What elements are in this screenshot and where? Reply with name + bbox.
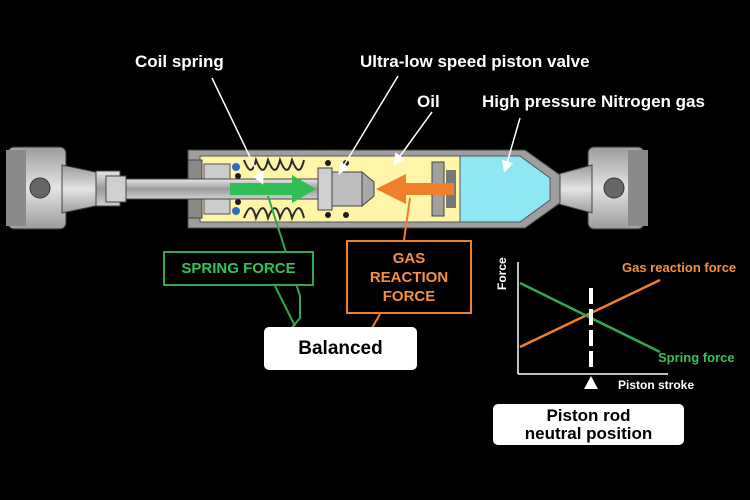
label-oil: Oil bbox=[417, 92, 440, 111]
label-coil-spring: Coil spring bbox=[135, 52, 224, 71]
gas-connector bbox=[403, 197, 411, 241]
nitrogen-pointer bbox=[501, 117, 521, 173]
gas-reaction-line-2: REACTION bbox=[369, 268, 449, 286]
spring-box-link bbox=[274, 285, 296, 327]
spring-force-box: SPRING FORCE bbox=[163, 251, 314, 286]
spring-force-text: SPRING FORCE bbox=[181, 260, 296, 277]
label-nitrogen: High pressure Nitrogen gas bbox=[482, 92, 705, 111]
gas-reaction-force-box: GAS REACTION FORCE bbox=[346, 240, 472, 314]
neutral-position-box: Piston rod neutral position bbox=[493, 404, 684, 445]
force-graph bbox=[517, 262, 668, 389]
gas-reaction-line-1: GAS bbox=[392, 249, 426, 267]
spring-curve-label: Spring force bbox=[658, 350, 735, 365]
graph-x-label: Piston stroke bbox=[618, 378, 695, 392]
gas-curve-label: Gas reaction force bbox=[622, 260, 737, 275]
piston-valve-pointer bbox=[338, 75, 399, 175]
right-end-fitting bbox=[554, 146, 648, 230]
coil-spring bbox=[243, 156, 305, 222]
balanced-text: Balanced bbox=[298, 337, 383, 359]
label-piston-valve: Ultra-low speed piston valve bbox=[360, 52, 590, 71]
balanced-box: Balanced bbox=[264, 327, 417, 370]
coil-spring-pointer bbox=[211, 77, 264, 185]
left-end-fitting bbox=[6, 146, 121, 230]
neutral-position-triangle bbox=[584, 376, 598, 389]
gas-reaction-line-3: FORCE bbox=[382, 287, 436, 305]
spring-force-arrow bbox=[230, 175, 316, 203]
graph-y-label: Force bbox=[495, 257, 509, 290]
neutral-line-2: neutral position bbox=[524, 423, 653, 443]
oil-pointer bbox=[393, 111, 433, 166]
gas-box-link bbox=[371, 313, 381, 329]
gas-force-arrow bbox=[376, 174, 454, 204]
neutral-line-1: Piston rod bbox=[546, 405, 631, 425]
